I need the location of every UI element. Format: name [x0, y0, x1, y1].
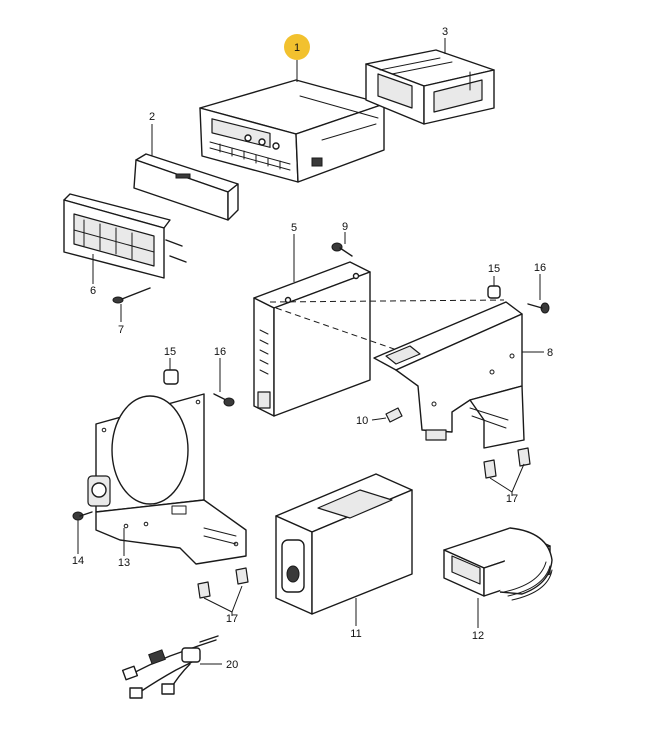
part-17-clips-right	[483, 447, 531, 479]
callout-7: 7	[118, 324, 124, 336]
callout-3: 3	[442, 26, 448, 38]
callout-12: 12	[472, 630, 484, 642]
part-10-clip	[385, 407, 403, 423]
callout-15b: 15	[164, 346, 176, 358]
callout-20: 20	[226, 659, 238, 671]
part-3-mounting-frame	[365, 49, 495, 125]
part-2-cover-strip	[133, 153, 239, 221]
part-16-screw-top	[527, 302, 550, 314]
callout-1: 1	[294, 42, 300, 54]
callout-15a: 15	[488, 263, 500, 275]
part-12-cd-magazine	[443, 527, 553, 601]
part-5-amplifier	[253, 261, 371, 417]
part-15-bushing-left	[163, 369, 179, 385]
callout-9: 9	[342, 221, 348, 233]
leader-17a	[489, 463, 525, 496]
part-7-screw	[112, 287, 151, 304]
part-1-radio-unit	[199, 79, 385, 183]
callout-16b: 16	[214, 346, 226, 358]
callout-6: 6	[90, 285, 96, 297]
part-14-screw	[72, 511, 93, 521]
callout-5: 5	[291, 222, 297, 234]
part-11-changer-housing	[275, 473, 413, 615]
part-16-screw-left	[213, 393, 235, 407]
callout-17b: 17	[226, 613, 238, 625]
highlight-badge	[284, 34, 310, 60]
part-6-control-panel	[63, 193, 187, 279]
callout-8: 8	[547, 347, 553, 359]
callout-16a: 16	[534, 262, 546, 274]
callout-10: 10	[356, 415, 368, 427]
part-9-screw	[331, 242, 353, 257]
alignment-line	[269, 299, 505, 359]
callout-13: 13	[118, 557, 130, 569]
part-20-wiring-harness	[121, 635, 219, 699]
leader-10	[371, 417, 387, 421]
part-13-speaker-bracket	[87, 393, 247, 565]
callout-11: 11	[350, 628, 361, 640]
callout-2: 2	[149, 111, 155, 123]
leader-17b	[203, 585, 243, 616]
callout-17a: 17	[506, 493, 518, 505]
part-8-bracket	[373, 301, 525, 449]
part-17-clips-left	[197, 567, 249, 599]
callout-14: 14	[72, 555, 84, 567]
part-15-bushing-top	[487, 285, 501, 299]
